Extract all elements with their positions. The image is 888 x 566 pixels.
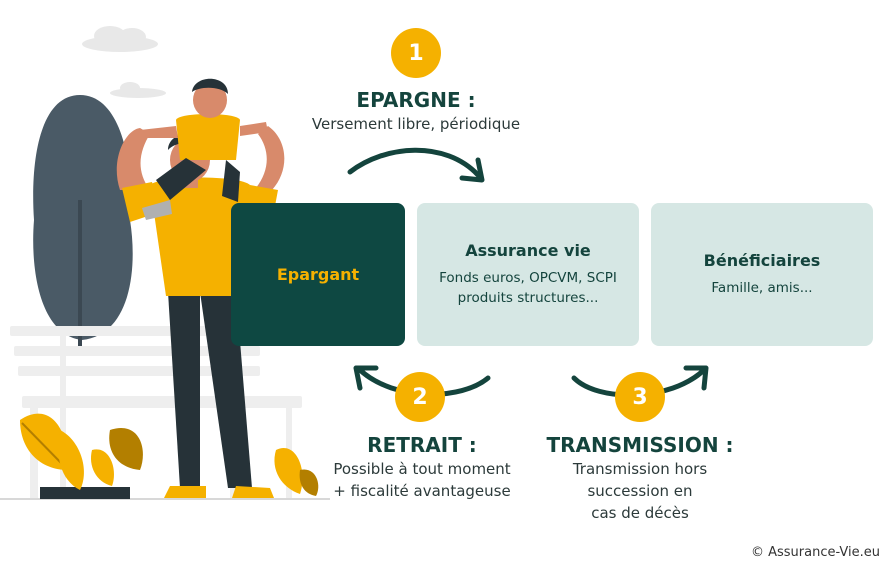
box-assurance-vie: Assurance vie Fonds euros, OPCVM, SCPI p… — [417, 203, 639, 346]
leaf-icon — [20, 413, 319, 496]
box-subtitle-line: Fonds euros, OPCVM, SCPI — [439, 270, 617, 286]
caption-line: Transmission hors — [572, 460, 708, 478]
cloud-icon — [82, 26, 166, 98]
caption-line: + fiscalité avantageuse — [333, 482, 511, 500]
step-caption-epargne: Versement libre, périodique — [312, 113, 520, 135]
caption-line: cas de décès — [591, 504, 689, 522]
step-number-3: 3 — [615, 372, 665, 422]
step-number-2: 2 — [395, 372, 445, 422]
tree-icon — [33, 95, 133, 350]
box-beneficiaires: Bénéficiaires Famille, amis... — [651, 203, 873, 346]
box-subtitle-line: produits structures... — [457, 290, 599, 306]
step-title-retrait: RETRAIT : — [367, 433, 477, 457]
step-title-epargne: EPARGNE : — [356, 88, 476, 112]
step-number-1: 1 — [391, 28, 441, 78]
caption-line: Versement libre, périodique — [311, 115, 521, 133]
step-caption-retrait: Possible à tout moment + fiscalité avant… — [333, 458, 510, 502]
box-title: Bénéficiaires — [703, 251, 821, 270]
step-title-transmission: TRANSMISSION : — [546, 433, 734, 457]
box-epargant: Epargant — [231, 203, 405, 346]
copyright-text: © Assurance-Vie.eu — [750, 545, 880, 560]
caption-line: succession en — [587, 482, 693, 500]
caption-line: Possible à tout moment — [333, 460, 511, 478]
step-caption-transmission: Transmission hors succession en cas de d… — [573, 458, 707, 524]
bench-icon — [10, 326, 302, 500]
box-title: Epargant — [276, 265, 360, 284]
box-title: Assurance vie — [465, 241, 591, 260]
box-subtitle-line: Famille, amis... — [711, 280, 813, 296]
child-icon — [138, 78, 268, 220]
